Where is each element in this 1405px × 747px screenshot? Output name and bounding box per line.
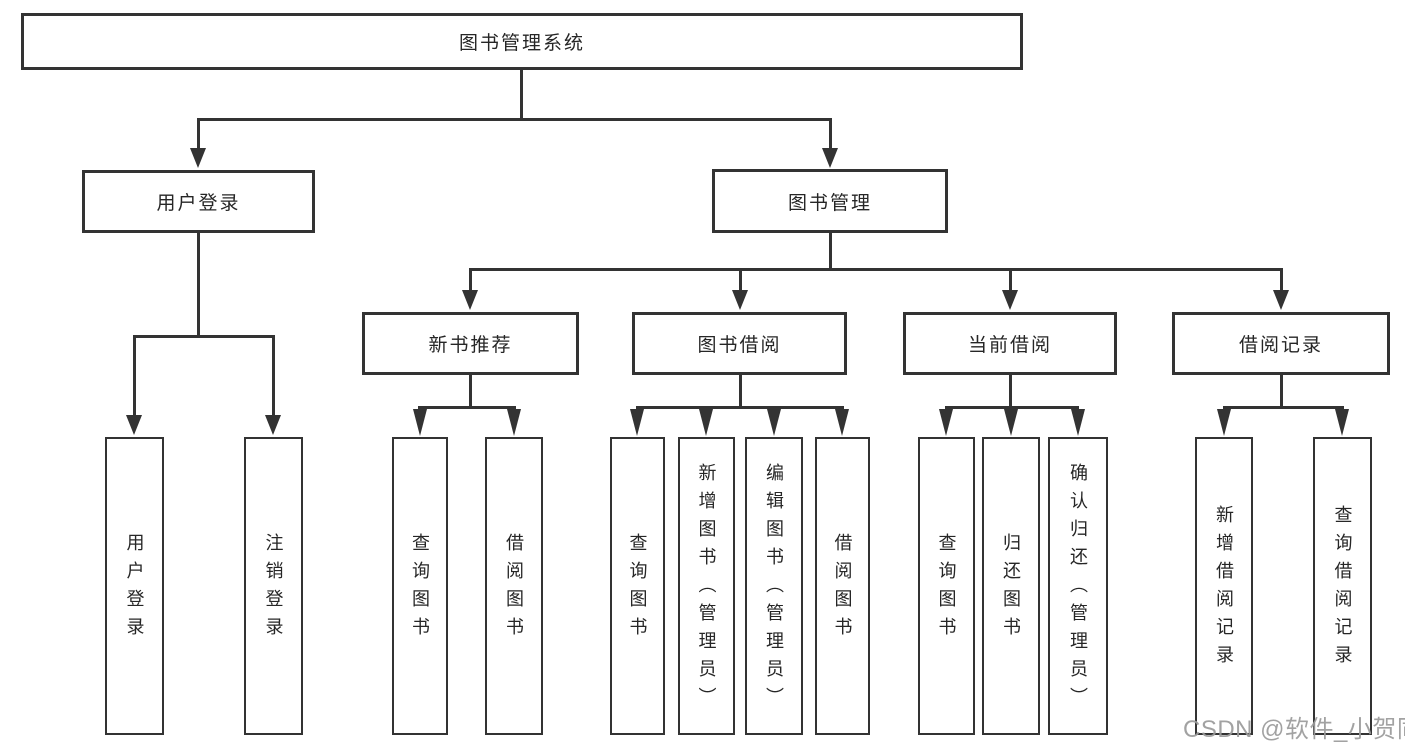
arrow-down-records-leaf-2 [1335,409,1349,436]
connector-root-stem [520,70,523,120]
arrow-down-new-book-leaf-1 [413,409,427,436]
leaf-query-book-recommend: 查询图书 [392,437,448,735]
node-book-borrow: 图书借阅 [632,312,847,375]
connector-book-mgmt-drop [829,118,832,152]
leaf-borrow-book-recommend: 借阅图书 [485,437,543,735]
connector-new-book-rail [418,406,516,409]
leaf-confirm-return-admin: 确认归还（管理员） [1048,437,1108,735]
node-current-borrow: 当前借阅 [903,312,1117,375]
leaf-query-book-borrow: 查询图书 [610,437,665,735]
arrow-down-current [1002,290,1018,310]
connector-records-rail [1223,406,1344,409]
arrow-down-records [1273,290,1289,310]
connector-current-rail [945,406,1079,409]
arrow-down-borrow-leaf-2 [699,409,713,436]
node-user-login: 用户登录 [82,170,315,233]
connector-borrow-drop [739,268,742,292]
arrow-down-new-book-leaf-2 [507,409,521,436]
connector-borrow-rail [636,406,844,409]
leaf-return-book: 归还图书 [982,437,1040,735]
node-new-book-recommend: 新书推荐 [362,312,579,375]
csdn-watermark: CSDN @软件_小贺同学 [1183,709,1405,744]
arrow-down-borrow-leaf-1 [630,409,644,436]
connector-current-drop [1009,268,1012,292]
arrow-down-borrow [732,290,748,310]
arrow-down-current-leaf-3 [1071,409,1085,436]
leaf-borrow-book: 借阅图书 [815,437,870,735]
node-root: 图书管理系统 [21,13,1023,70]
leaf-user-login: 用户登录 [105,437,164,735]
arrow-down-borrow-leaf-4 [835,409,849,436]
arrow-down-login-leaf [126,415,142,435]
connector-new-book-stem [469,375,472,409]
csdn-watermark-text: CSDN @软件_小贺同 [1183,716,1405,743]
arrow-down-logout-leaf [265,415,281,435]
arrow-down-book-mgmt [822,148,838,168]
connector-borrow-stem [739,375,742,409]
connector-level2-rail [197,118,832,121]
arrow-down-records-leaf-1 [1217,409,1231,436]
connector-level3-rail [469,268,1282,271]
connector-user-login-rail [133,335,275,338]
node-book-mgmt: 图书管理 [712,169,948,233]
connector-login-leaf-drop [133,335,136,417]
leaf-query-book-current: 查询图书 [918,437,975,735]
connector-logout-leaf-drop [272,335,275,417]
arrow-down-borrow-leaf-3 [767,409,781,436]
connector-current-stem [1009,375,1012,409]
arrow-down-user-login [190,148,206,168]
leaf-query-borrow-record: 查询借阅记录 [1313,437,1372,735]
leaf-edit-book-admin: 编辑图书（管理员） [745,437,803,735]
leaf-add-borrow-record: 新增借阅记录 [1195,437,1253,735]
connector-user-login-drop [197,118,200,152]
connector-book-mgmt-stem [829,233,832,270]
arrow-down-current-leaf-2 [1004,409,1018,436]
arrow-down-new-book [462,290,478,310]
leaf-logout: 注销登录 [244,437,303,735]
connector-records-drop [1280,268,1283,292]
arrow-down-current-leaf-1 [939,409,953,436]
connector-user-login-stem [197,233,200,338]
connector-records-stem [1280,375,1283,409]
connector-new-book-drop [469,268,472,292]
leaf-add-book-admin: 新增图书（管理员） [678,437,735,735]
node-borrow-records: 借阅记录 [1172,312,1390,375]
